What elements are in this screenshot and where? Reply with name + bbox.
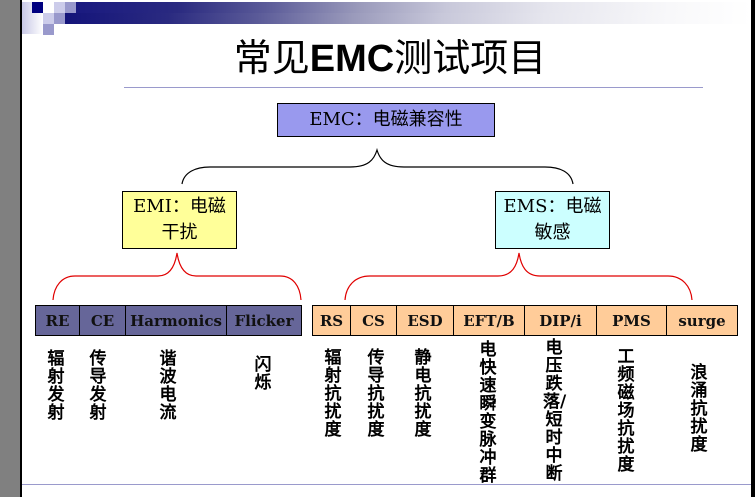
header-square <box>65 2 76 13</box>
emi-label: EMI：电磁干扰 <box>133 196 226 243</box>
test-cell-surge: surge <box>678 311 726 330</box>
test-cell-pms: PMS <box>597 306 667 335</box>
window-left-gutter <box>0 0 20 497</box>
title-prefix: 常见 <box>233 36 310 80</box>
desc-harmonics: 谐波电流 <box>159 349 177 423</box>
desc-dip-i: 电压跌落/短时中断 <box>543 338 567 484</box>
desc-esd: 静电抗扰度 <box>414 348 432 440</box>
test-cell-cs: CS <box>351 306 397 335</box>
title-emc: EMC <box>309 38 395 80</box>
footer-divider <box>22 484 751 485</box>
desc-flicker: 闪烁 <box>254 355 272 393</box>
header-square <box>54 13 65 24</box>
window-right-border <box>751 0 755 497</box>
header-bar-middle <box>65 13 751 24</box>
title-divider <box>124 87 703 88</box>
test-cell-flicker: Flicker <box>234 311 294 330</box>
title-suffix: 测试项目 <box>394 36 547 80</box>
header-square <box>54 2 65 13</box>
ems-node: EMS：电磁敏感 <box>495 191 610 249</box>
test-cell-ce: CE <box>80 306 126 335</box>
desc-surge: 浪涌抗扰度 <box>690 363 708 455</box>
emc-root-label: EMC：电磁兼容性 <box>309 109 463 130</box>
test-cell-eft-b: EFT/B <box>454 306 525 335</box>
slide-title: 常见EMC测试项目 <box>130 34 650 83</box>
desc-eft-b: 电快速瞬变脉冲群 <box>479 340 497 486</box>
test-cell-rs: RS <box>313 306 351 335</box>
desc-re: 辐射发射 <box>47 349 65 423</box>
header-square <box>32 2 43 13</box>
header-bar-top <box>76 2 751 13</box>
test-cell-harmonics: Harmonics <box>126 306 227 335</box>
header-square <box>43 24 54 35</box>
desc-ce: 传导发射 <box>89 349 107 423</box>
desc-pms: 工频磁场抗扰度 <box>617 347 635 475</box>
test-cell-dip-i: DIP/i <box>525 306 597 335</box>
ems-tests-row: RS CS ESD EFT/B DIP/i PMS surge <box>312 305 738 336</box>
test-cell-re: RE <box>36 306 80 335</box>
header-square <box>43 2 54 13</box>
ems-label: EMS：电磁敏感 <box>503 196 602 243</box>
desc-cs: 传导抗扰度 <box>367 348 385 440</box>
header-square <box>43 13 54 24</box>
emi-tests-row: RE CE Harmonics Flicker <box>35 305 302 336</box>
slide-left-border <box>20 0 22 497</box>
test-cell-esd: ESD <box>397 306 454 335</box>
emc-root-node: EMC：电磁兼容性 <box>277 103 495 137</box>
desc-rs: 辐射抗扰度 <box>324 348 342 440</box>
emi-node: EMI：电磁干扰 <box>122 191 237 249</box>
